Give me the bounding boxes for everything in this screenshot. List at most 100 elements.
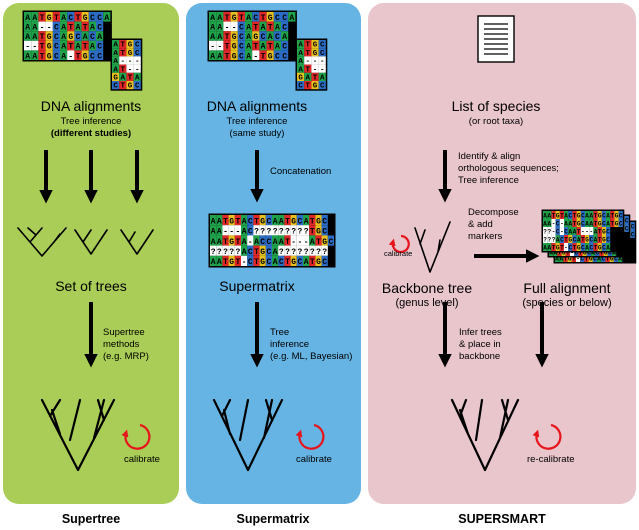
alignment-cell — [555, 243, 560, 251]
alignment-char: - — [135, 58, 140, 66]
alignment-char: T — [253, 43, 258, 52]
alignment-cell — [230, 40, 238, 51]
small-tree-2 — [74, 229, 108, 255]
alignment-cell — [112, 81, 120, 90]
concatenation-label: Concatenation — [270, 166, 332, 177]
alignment-cell — [230, 50, 238, 60]
alignment-char: ? — [211, 248, 216, 257]
alignment-char: A — [304, 217, 309, 226]
alignment-char: G — [47, 52, 52, 61]
alignment-char: G — [598, 245, 602, 252]
alignment-cell — [103, 12, 111, 22]
alignment-char: A — [246, 43, 251, 52]
alignment-char: A — [210, 23, 215, 32]
alignment-cell — [88, 50, 96, 60]
alignment-cell — [321, 235, 328, 246]
decompose-line-3: markers — [468, 231, 503, 242]
supermatrix-method-1: Tree — [270, 327, 290, 338]
alignment-cell — [610, 211, 615, 219]
alignment-cell — [572, 227, 577, 235]
alignment-char: C — [90, 14, 95, 23]
alignment-char: C — [625, 226, 629, 233]
alignment-cell — [245, 40, 253, 51]
alignment-char: G — [232, 14, 237, 23]
alignment-char: C — [90, 52, 95, 61]
alignment-cell — [216, 245, 223, 256]
alignment-cell — [593, 211, 598, 219]
alignment-cell — [584, 254, 589, 262]
alignment-char: T — [68, 23, 73, 32]
alignment-cell — [303, 225, 310, 236]
alignment-char: C — [275, 14, 280, 23]
alignment-cell — [272, 225, 279, 236]
alignment-char: G — [316, 258, 321, 267]
alignment-char: T — [225, 33, 230, 42]
alignment-cell — [601, 227, 606, 235]
alignment-char: ? — [291, 248, 296, 257]
alignment-char: A — [564, 213, 568, 220]
alignment-cell — [543, 219, 548, 227]
alignment-cell — [266, 12, 274, 22]
infer-line-2: & place in — [459, 339, 501, 350]
alignment-cell — [119, 72, 127, 81]
alignment-cell — [580, 254, 585, 262]
supertree-subtitle-2: (different studies) — [50, 128, 132, 139]
alignment-char: T — [573, 213, 577, 220]
alignment-char: T — [585, 256, 589, 263]
alignment-char: A — [246, 23, 251, 32]
alignment-char: G — [229, 258, 234, 267]
alignment-char: A — [25, 33, 30, 42]
supermatrix-method-3: (e.g. ML, Bayesian) — [270, 351, 353, 362]
alignment-cell — [571, 254, 576, 262]
alignment-cell — [315, 225, 322, 236]
alignment-cell — [273, 40, 281, 51]
alignment-char: A — [268, 33, 273, 42]
alignment-char: A — [547, 245, 551, 252]
alignment-char: A — [589, 221, 593, 228]
supertree-method-2: methods — [103, 339, 140, 350]
alignment-cell — [31, 31, 39, 41]
alignment-char: A — [25, 52, 30, 61]
alignment-char: C — [556, 221, 560, 228]
alignment-cell — [24, 31, 32, 41]
alignment-cell — [597, 227, 602, 235]
alignment-char: G — [568, 256, 572, 263]
alignment-char: - — [306, 58, 311, 66]
alignment-cell — [119, 56, 127, 65]
alignment-char: - — [313, 66, 318, 74]
alignment-cell — [237, 31, 245, 41]
alignment-char: T — [306, 66, 311, 74]
alignment-char: A — [32, 33, 37, 42]
alignment-char: C — [261, 33, 266, 42]
alignment-char: A — [543, 213, 547, 220]
alignment-char: A — [298, 58, 303, 66]
alignment-cell — [96, 21, 104, 32]
alignment-cell — [52, 12, 60, 22]
alignment-char: A — [606, 213, 610, 220]
alignment-char: C — [631, 232, 635, 239]
alignment-char: T — [235, 258, 240, 267]
alignment-cell — [273, 50, 281, 60]
alignment-char: - — [32, 43, 37, 52]
alignment-char: A — [618, 256, 622, 263]
alignment-cell — [272, 255, 279, 266]
footer-supersmart: SUPERSMART — [458, 512, 546, 526]
alignment-char: G — [316, 217, 321, 226]
alignment-cell — [572, 243, 577, 251]
alignment-cell — [309, 245, 316, 256]
alignment-char: A — [573, 229, 577, 236]
supermatrix-final-tree — [212, 398, 284, 472]
alignment-char: A — [556, 237, 560, 244]
alignment-char: C — [595, 250, 599, 257]
alignment-cell — [272, 245, 279, 256]
alignment-cell — [589, 243, 594, 251]
alignment-cell — [222, 245, 229, 256]
alignment-cell — [304, 56, 312, 65]
backbone-tree-label: Backbone tree — [381, 280, 473, 296]
alignment-cell — [273, 21, 281, 32]
alignment-char: C — [322, 258, 327, 267]
alignment-char: A — [275, 43, 280, 52]
alignment-char: C — [282, 52, 287, 61]
alignment-cell — [210, 245, 217, 256]
